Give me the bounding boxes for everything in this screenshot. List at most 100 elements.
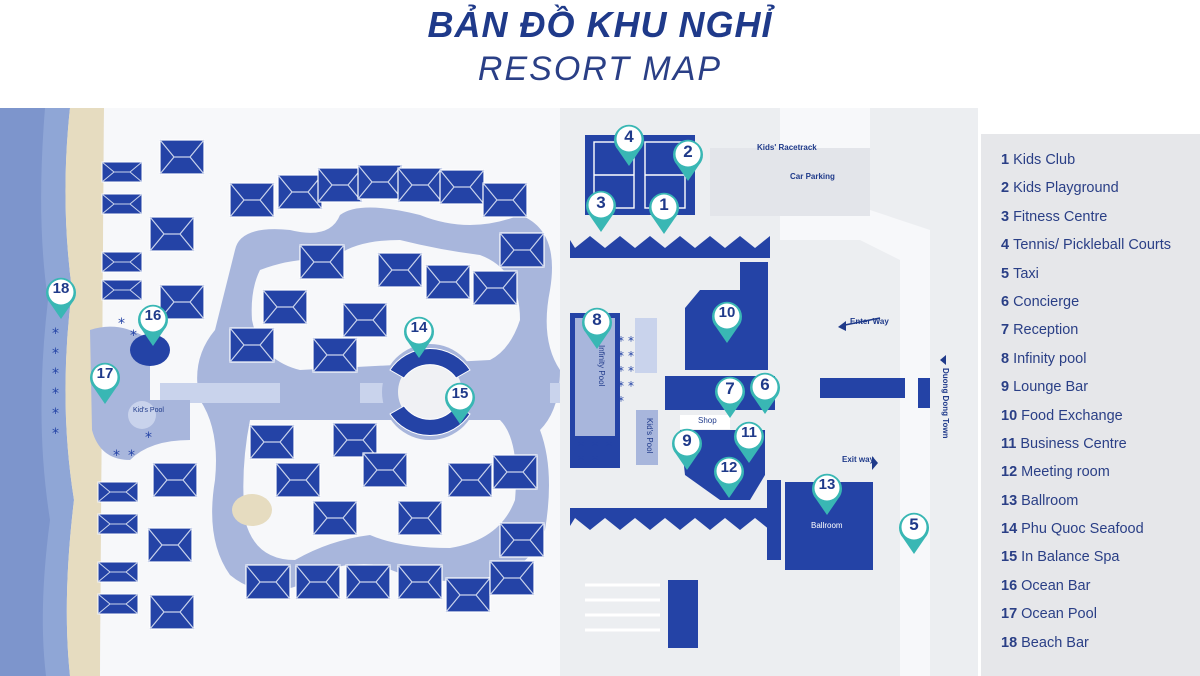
svg-text:*: *: [52, 406, 59, 422]
svg-text:*: *: [618, 364, 624, 378]
svg-text:*: *: [606, 439, 612, 453]
service-building: [820, 378, 905, 398]
legend-label: Infinity pool: [1013, 350, 1087, 367]
svg-text:*: *: [578, 439, 584, 453]
legend-label: Meeting room: [1021, 464, 1110, 481]
enter-way-label: Enter Way: [850, 317, 889, 326]
map-marker[interactable]: 9: [670, 426, 704, 472]
svg-text:*: *: [52, 346, 59, 362]
kids-pool-building-label: Kid's Pool: [645, 418, 654, 454]
map-marker[interactable]: 7: [713, 374, 747, 420]
map-marker[interactable]: 5: [897, 510, 931, 556]
map-marker-number: 18: [52, 280, 70, 297]
svg-text:*: *: [113, 448, 120, 464]
legend-number: 5: [1001, 265, 1010, 282]
map-title-english: RESORT MAP: [477, 50, 723, 88]
beach-sand: [65, 108, 104, 676]
map-marker-number: 14: [410, 319, 428, 336]
palm-trees: *** *** *** **: [52, 316, 152, 464]
legend-number: 6: [1001, 293, 1010, 310]
map-marker-number: 4: [624, 127, 634, 146]
svg-text:*: *: [145, 430, 152, 446]
ocean-bar: [130, 334, 170, 366]
map-marker-number: 3: [596, 193, 606, 212]
legend-number: 18: [1001, 634, 1018, 651]
legend-number: 2: [1001, 180, 1010, 197]
legend-label: Food Exchange: [1021, 407, 1123, 424]
map-marker-number: 11: [741, 424, 757, 441]
map-marker-number: 8: [592, 310, 602, 329]
legend-label: Concierge: [1013, 293, 1080, 310]
legend-number: 14: [1001, 521, 1018, 538]
svg-text:*: *: [130, 328, 137, 344]
svg-text:*: *: [118, 316, 125, 332]
map-marker[interactable]: 2: [671, 137, 705, 183]
svg-text:*: *: [52, 366, 59, 382]
svg-text:*: *: [618, 349, 624, 363]
svg-text:*: *: [618, 379, 624, 393]
map-marker[interactable]: 15: [443, 380, 477, 426]
legend-label: Beach Bar: [1021, 634, 1089, 651]
map-marker-number: 17: [96, 365, 114, 382]
sea-deep: [0, 108, 50, 676]
legend-label: Ocean Pool: [1021, 606, 1097, 623]
map-marker[interactable]: 17: [88, 360, 122, 406]
legend-number: 12: [1001, 464, 1018, 481]
map-marker[interactable]: 10: [710, 299, 744, 345]
exit-way-label: Exit way: [842, 455, 875, 464]
legend-label: Kids Club: [1013, 152, 1076, 168]
map-marker[interactable]: 16: [136, 302, 170, 348]
legend-number: 13: [1001, 492, 1018, 509]
map-marker[interactable]: 12: [712, 454, 746, 500]
legend-label: In Balance Spa: [1021, 549, 1120, 566]
sand-patch: [232, 494, 272, 526]
legend-label: Taxi: [1013, 265, 1039, 282]
kids-pool: [128, 401, 156, 429]
svg-text:*: *: [52, 326, 59, 342]
map-marker[interactable]: 6: [748, 370, 782, 416]
map-marker[interactable]: 1: [647, 190, 681, 236]
map-marker[interactable]: 8: [580, 305, 614, 351]
legend-number: 11: [1001, 435, 1017, 452]
map-marker-number: 2: [683, 142, 693, 161]
map-marker[interactable]: 3: [584, 188, 618, 234]
map-marker[interactable]: 18: [44, 275, 78, 321]
map-marker-number: 5: [909, 515, 919, 534]
kids-pool-building: [636, 410, 658, 465]
map-marker[interactable]: 14: [402, 314, 436, 360]
svg-text:*: *: [618, 334, 624, 348]
legend-label: Fitness Centre: [1013, 208, 1108, 225]
map-marker[interactable]: 13: [810, 471, 844, 517]
north-wing: [570, 236, 770, 258]
ballroom-label: Ballroom: [811, 521, 843, 530]
kids-racetrack-label: Kids' Racetrack: [757, 143, 817, 152]
map-marker[interactable]: 11: [732, 419, 766, 465]
map-marker[interactable]: 4: [612, 122, 646, 168]
legend-number: 4: [1001, 237, 1010, 254]
svg-text:*: *: [52, 386, 59, 402]
lagoon-island-south: [243, 420, 517, 560]
legend-label: Ballroom: [1021, 492, 1079, 509]
legend-number: 17: [1001, 606, 1018, 623]
map-marker-number: 6: [760, 375, 770, 394]
